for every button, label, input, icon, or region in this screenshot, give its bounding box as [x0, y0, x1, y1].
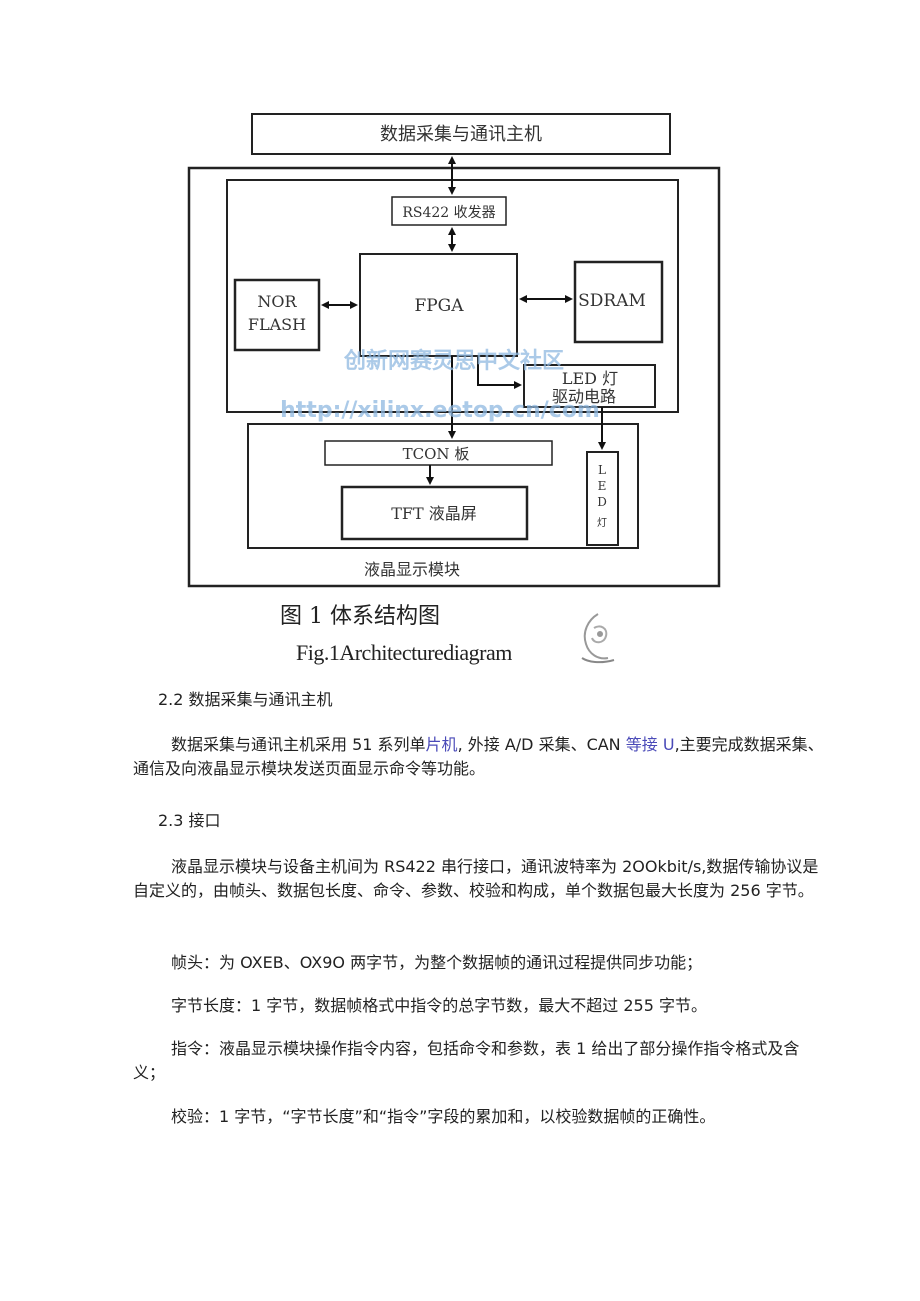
section-2-3-paragraph-2: 帧头：为 OXEB、OX9O 两字节，为整个数据帧的通讯过程提供同步功能； — [133, 951, 825, 975]
led-label-d: D — [597, 495, 607, 509]
s23-p4-text: 指令：液晶显示模块操作指令内容，包括命令和参数，表 1 给出了部分操作指令格式及… — [133, 1039, 800, 1082]
logo-icon — [581, 613, 615, 664]
nor-label-2: FLASH — [248, 315, 306, 334]
s23-p3-text: 字节长度：1 字节，数据帧格式中指令的总字节数，最大不超过 255 字节。 — [171, 996, 707, 1015]
section-2-3-heading: 2.3 接口 — [158, 811, 221, 830]
link-danpianji[interactable]: 片机 — [425, 735, 458, 754]
s23-p5-text: 校验：1 字节，“字节长度”和“指令”字段的累加和，以校验数据帧的正确性。 — [171, 1107, 716, 1126]
system-outer-box — [187, 166, 721, 588]
architecture-diagram: 数据采集与通讯主机 RS422 收发器 FPGA NOR FLASH SDRAM… — [0, 0, 920, 600]
section-2-2-heading: 2.2 数据采集与通讯主机 — [158, 690, 333, 709]
led-driver-label-2: 驱动电路 — [552, 387, 616, 406]
led-label-l: L — [598, 463, 606, 477]
sdram-label: SDRAM — [578, 291, 646, 311]
s22-text-a: 数据采集与通讯主机采用 51 系列单 — [171, 735, 426, 754]
s23-p1-text: 液晶显示模块与设备主机间为 RS422 串行接口，通讯波特率为 2OOkbit/… — [133, 857, 819, 900]
lcd-module-box — [247, 423, 639, 549]
host-box — [251, 113, 671, 155]
section-2-3-paragraph-4: 指令：液晶显示模块操作指令内容，包括命令和参数，表 1 给出了部分操作指令格式及… — [133, 1037, 825, 1085]
figure-caption-cn: 图 1 体系结构图 — [280, 604, 440, 629]
fpga-box — [359, 253, 518, 357]
tft-label: TFT 液晶屏 — [391, 504, 477, 523]
arrow-fpga-leddriver — [477, 356, 522, 389]
rs422-label: RS422 收发器 — [402, 205, 495, 221]
tcon-box — [324, 440, 553, 466]
fpga-label: FPGA — [414, 296, 464, 316]
sdram-box — [573, 260, 664, 344]
section-2-2-paragraph: 数据采集与通讯主机采用 51 系列单片机, 外接 A/D 采集、CAN 等接 U… — [133, 733, 825, 781]
nor-flash-box — [233, 278, 321, 352]
diagram-svg: 数据采集与通讯主机 RS422 收发器 FPGA NOR FLASH SDRAM… — [187, 113, 721, 588]
watermark-line-2: http://xilinx.eetop.cn/com — [280, 398, 600, 423]
rs422-box — [391, 196, 507, 226]
tcon-label: TCON 板 — [403, 445, 470, 463]
section-2-3-paragraph-5: 校验：1 字节，“字节长度”和“指令”字段的累加和，以校验数据帧的正确性。 — [133, 1105, 825, 1129]
led-label-deng: 灯 — [597, 517, 607, 529]
watermark-line-1: 创新网赛灵思中文社区 — [343, 348, 564, 374]
tft-box — [340, 485, 529, 541]
nor-label-1: NOR — [257, 292, 297, 311]
led-label-e: E — [598, 479, 607, 493]
section-2-3-paragraph-3: 字节长度：1 字节，数据帧格式中指令的总字节数，最大不超过 255 字节。 — [133, 994, 825, 1018]
s23-p2-text: 帧头：为 OXEB、OX9O 两字节，为整个数据帧的通讯过程提供同步功能； — [171, 953, 703, 972]
lcd-module-label: 液晶显示模块 — [364, 560, 460, 579]
s22-text-c: ,主要完成数据采集、通信及向液晶显示模块发送页面显示命令等功能。 — [133, 735, 824, 778]
section-2-3-paragraph-1: 液晶显示模块与设备主机间为 RS422 串行接口，通讯波特率为 2OOkbit/… — [133, 855, 825, 903]
s22-text-b: , 外接 A/D 采集、CAN — [457, 735, 626, 754]
led-driver-box — [523, 364, 656, 408]
led-box — [586, 451, 619, 546]
led-driver-label-1: LED 灯 — [562, 369, 618, 388]
figure-caption-en: Fig.1Architecturediagram — [296, 640, 512, 665]
host-label: 数据采集与通讯主机 — [380, 124, 542, 145]
link-dengjie[interactable]: 等接 U — [625, 735, 675, 754]
